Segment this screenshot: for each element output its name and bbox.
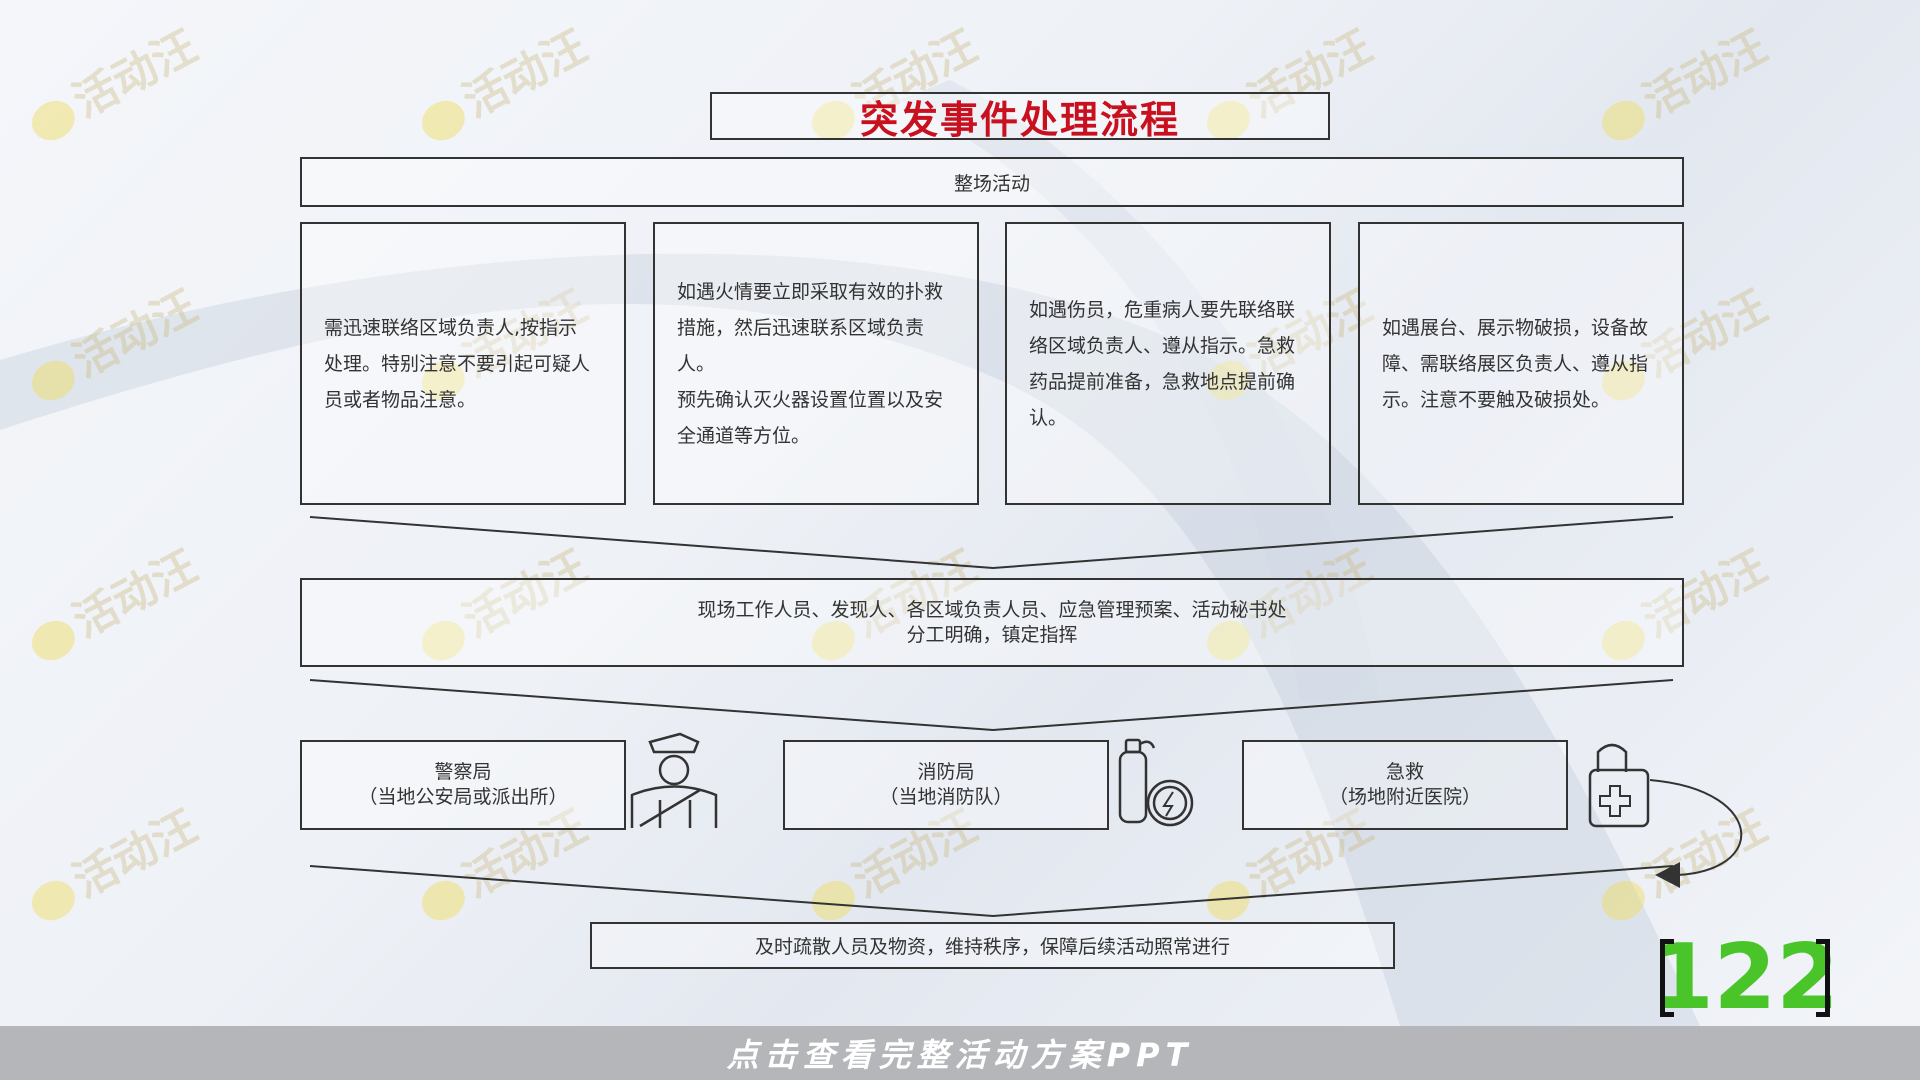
- card-line: 员或者物品注意。: [324, 388, 477, 411]
- service-subtitle: （当地消防队）: [879, 786, 1013, 808]
- card-text: 如遇火情要立即采取有效的扑救 措施，然后迅速联系区域负责人。 预先确认灭火器设置…: [677, 274, 955, 454]
- service-box-emergency: 急救 （场地附近医院）: [1242, 740, 1568, 830]
- card-line: 络区域负责人、遵从指示。急救: [1029, 334, 1296, 357]
- card-text: 如遇展台、展示物破损，设备故 障、需联络展区负责人、遵从指 示。注意不要触及破损…: [1382, 310, 1648, 418]
- card-line: 预先确认灭火器设置位置以及安: [677, 388, 944, 411]
- card-line: 药品提前准备，急救地点提前确: [1029, 370, 1296, 393]
- watermark-text: 活动汪: [16, 791, 207, 933]
- service-name: 警察局: [434, 761, 492, 783]
- first-aid-kit-icon: [1588, 743, 1650, 828]
- card-line: 认。: [1029, 406, 1068, 429]
- service-name: 消防局: [917, 761, 975, 783]
- evacuation-box: 及时疏散人员及物资，维持秩序，保障后续活动照常进行: [590, 922, 1395, 969]
- service-subtitle: （当地公安局或派出所）: [358, 786, 568, 808]
- police-officer-icon: [630, 732, 718, 828]
- funnel-arrow-3: [309, 865, 1674, 918]
- watermark-text: 活动汪: [16, 11, 207, 153]
- bracket-right: [1816, 939, 1830, 1017]
- page-title: 突发事件处理流程: [710, 92, 1330, 142]
- card-line: 如遇伤员，危重病人要先联络联: [1029, 298, 1296, 321]
- watermark-text: 活动汪: [1586, 791, 1777, 933]
- incident-card-fire: 如遇火情要立即采取有效的扑救 措施，然后迅速联系区域负责人。 预先确认灭火器设置…: [653, 222, 979, 505]
- card-line: 障、需联络展区负责人、遵从指: [1382, 352, 1649, 375]
- coordination-line-2: 分工明确，镇定指挥: [906, 623, 1078, 646]
- incident-card-medical: 如遇伤员，危重病人要先联络联 络区域负责人、遵从指示。急救 药品提前准备，急救地…: [1005, 222, 1331, 505]
- card-line: 如遇火情要立即采取有效的扑救: [677, 280, 944, 303]
- watermark-text: 活动汪: [16, 271, 207, 413]
- card-line: 措施，然后迅速联系区域负责人。: [677, 316, 925, 375]
- card-line: 需迅速联络区域负责人,按指示: [324, 316, 578, 339]
- coordination-box: 现场工作人员、发现人、各区域负责人员、应急管理预案、活动秘书处 分工明确，镇定指…: [300, 578, 1684, 667]
- card-line: 如遇展台、展示物破损，设备故: [1382, 316, 1649, 339]
- incident-card-damage: 如遇展台、展示物破损，设备故 障、需联络展区负责人、遵从指 示。注意不要触及破损…: [1358, 222, 1684, 505]
- page-number: 122: [1651, 925, 1839, 1030]
- service-name: 急救: [1385, 761, 1424, 783]
- funnel-arrow-1: [309, 516, 1674, 570]
- watermark-text: 活动汪: [1586, 11, 1777, 153]
- service-box-fire: 消防局 （当地消防队）: [783, 740, 1109, 830]
- funnel-arrow-2: [309, 679, 1674, 732]
- fire-extinguisher-icon: [1118, 738, 1194, 827]
- card-line: 全通道等方位。: [677, 424, 811, 447]
- watermark-text: 活动汪: [406, 11, 597, 153]
- whole-event-box: 整场活动: [300, 157, 1684, 207]
- return-arrow-head: [1655, 862, 1680, 888]
- view-full-plan-banner[interactable]: 点击查看完整活动方案PPT: [0, 1026, 1920, 1080]
- incident-card-security: 需迅速联络区域负责人,按指示 处理。特别注意不要引起可疑人 员或者物品注意。: [300, 222, 626, 505]
- card-text: 如遇伤员，危重病人要先联络联 络区域负责人、遵从指示。急救 药品提前准备，急救地…: [1029, 292, 1295, 436]
- bracket-left: [1660, 939, 1674, 1017]
- card-text: 需迅速联络区域负责人,按指示 处理。特别注意不要引起可疑人 员或者物品注意。: [324, 310, 590, 418]
- card-line: 处理。特别注意不要引起可疑人: [324, 352, 591, 375]
- service-box-police: 警察局 （当地公安局或派出所）: [300, 740, 626, 830]
- return-arrow: [1649, 779, 1743, 877]
- service-subtitle: （场地附近医院）: [1328, 786, 1481, 808]
- page-number-badge: 122: [1651, 933, 1839, 1023]
- card-line: 示。注意不要触及破损处。: [1382, 388, 1611, 411]
- coordination-line-1: 现场工作人员、发现人、各区域负责人员、应急管理预案、活动秘书处: [697, 598, 1287, 621]
- watermark-text: 活动汪: [16, 531, 207, 673]
